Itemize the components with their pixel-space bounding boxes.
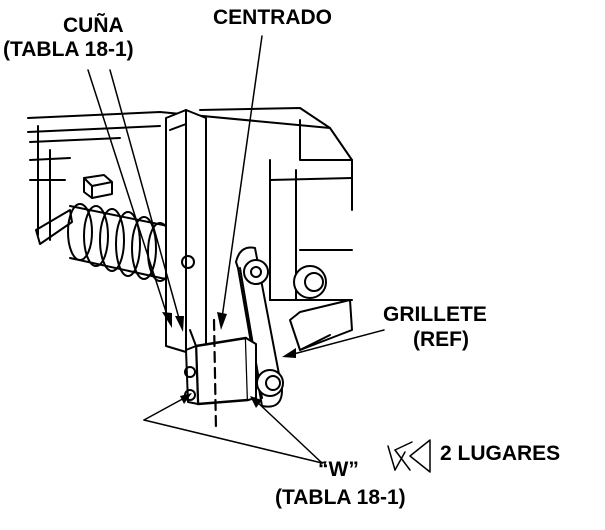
centrado-label: CENTRADO: [213, 6, 332, 29]
leader-lines: [87, 35, 413, 471]
w-marker: [387, 439, 431, 473]
wedge-block: [184, 329, 257, 406]
arrowheads: [162, 312, 296, 408]
lugares-label: 2 LUGARES: [440, 442, 561, 465]
grillete-ref-label: (REF): [413, 328, 469, 351]
coil-spring: [67, 203, 173, 282]
grillete-label: GRILLETE: [383, 303, 487, 326]
cuna-ref-label: (TABLA 18-1): [3, 38, 134, 61]
w-ref-label: (TABLA 18-1): [275, 486, 406, 509]
small-block: [83, 174, 113, 199]
frame-assembly: [27, 107, 353, 301]
cuna-label: CUÑA: [63, 14, 124, 37]
lever-rod: [35, 209, 73, 245]
centering-line: [212, 318, 218, 432]
w-label: “W”: [318, 458, 359, 481]
pin-heads: [256, 265, 327, 397]
lower-plate: [289, 299, 353, 351]
